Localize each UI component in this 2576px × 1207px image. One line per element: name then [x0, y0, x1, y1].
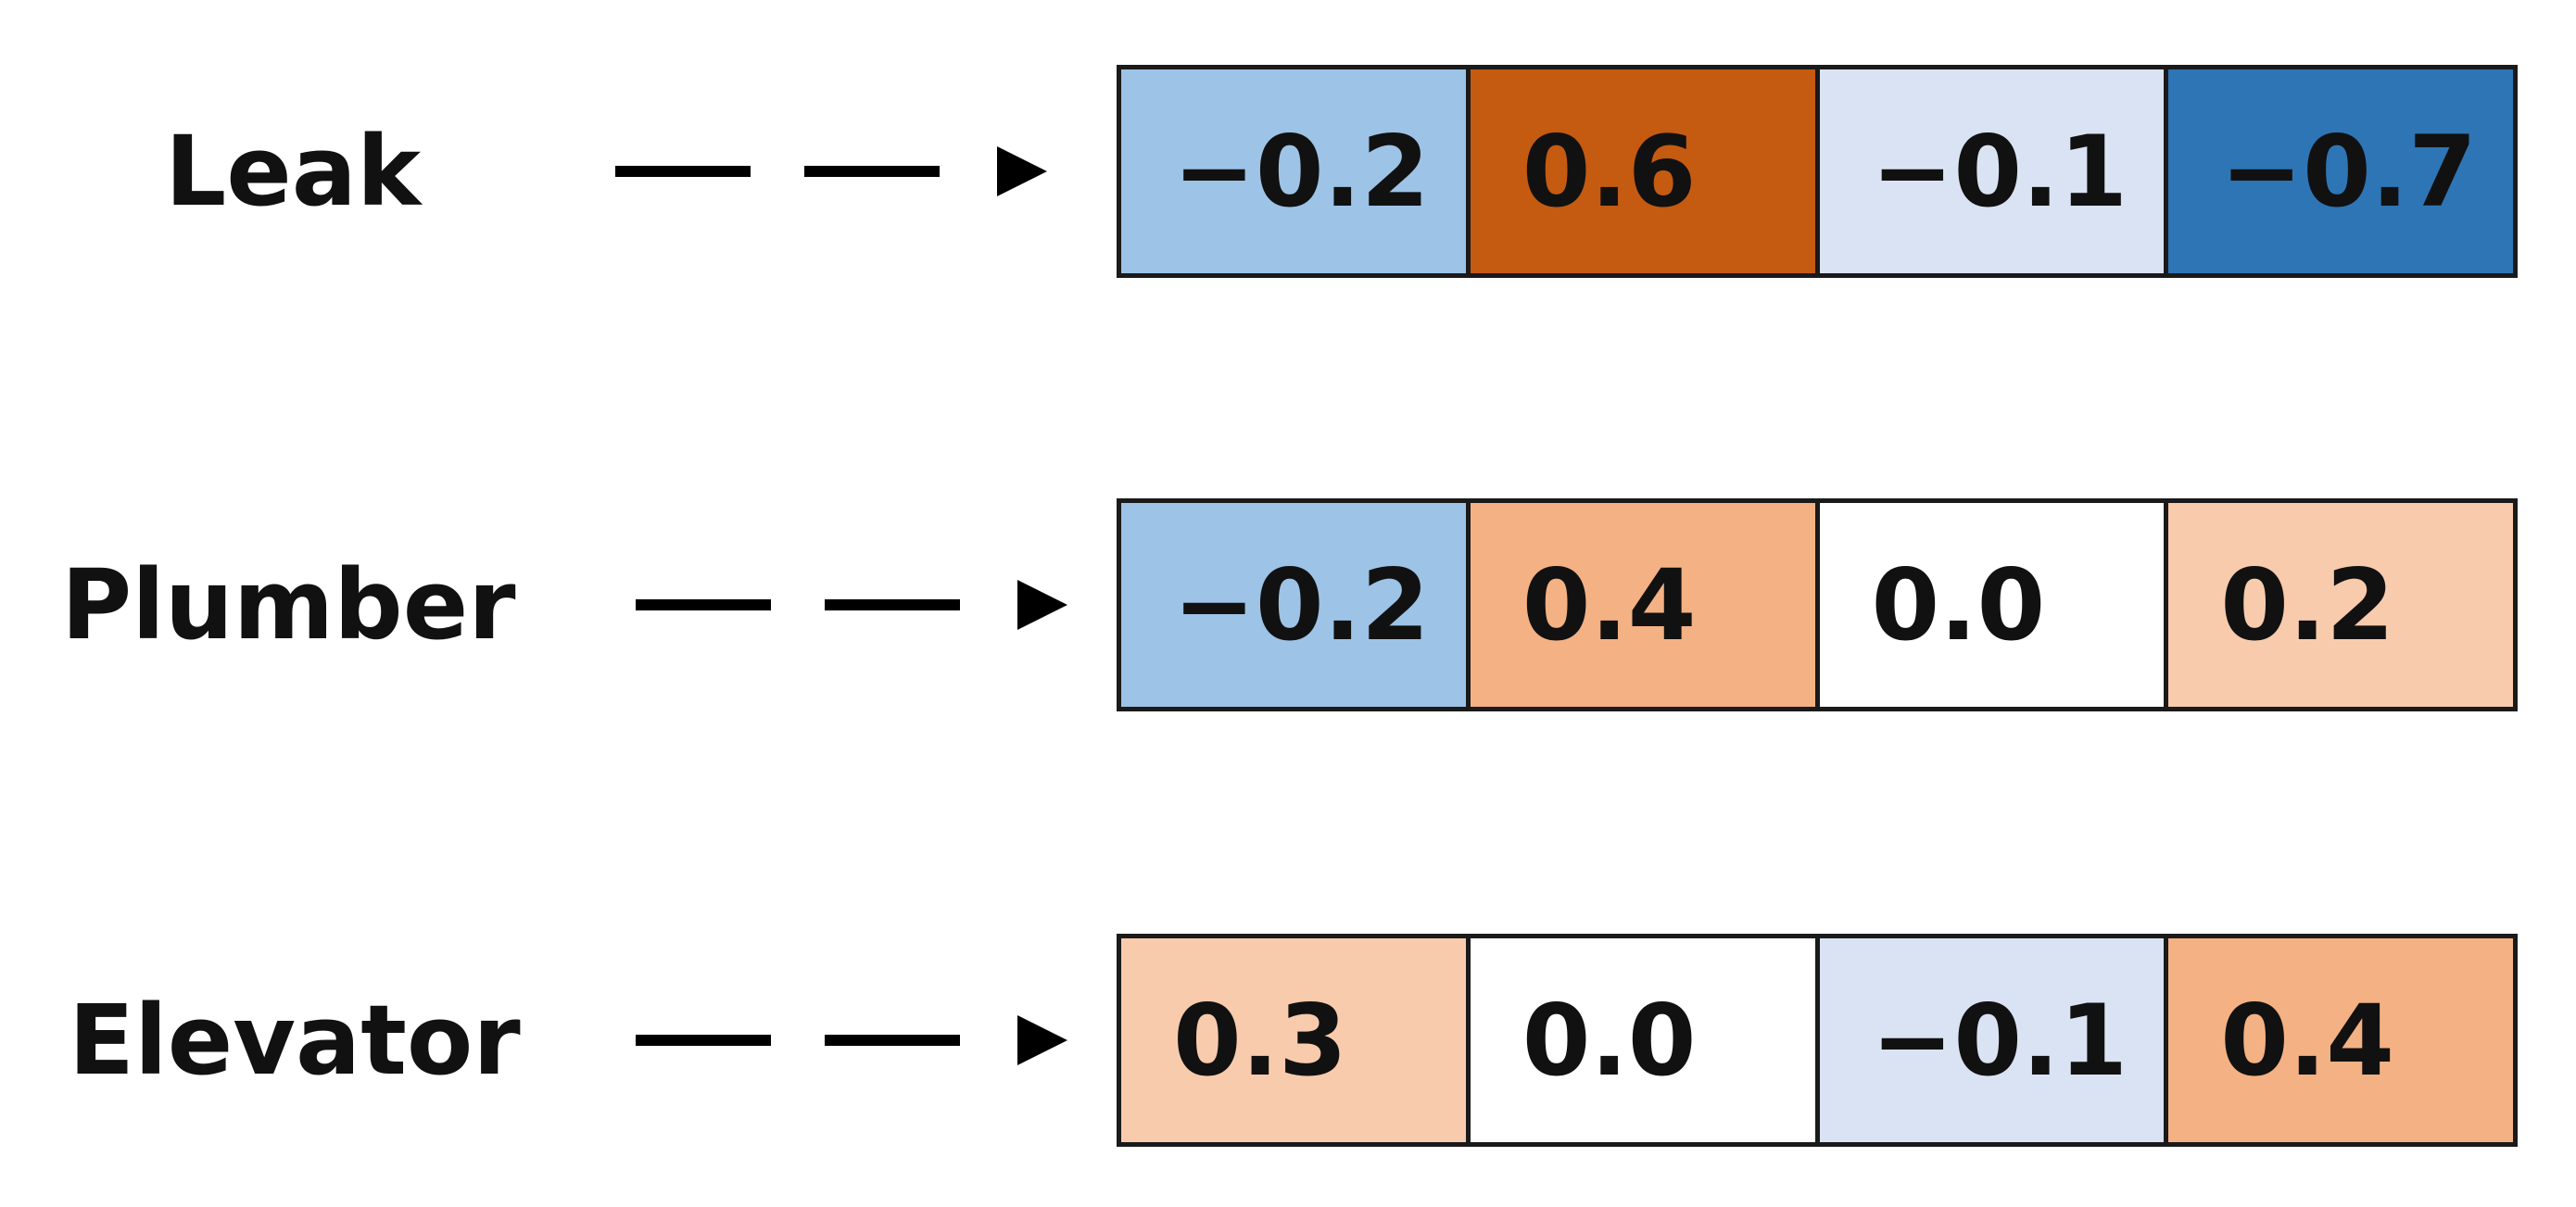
embedding-row-elevator: Elevator 0.3 0.0 −0.1 0.4: [0, 934, 2576, 1147]
embedding-vector: 0.3 0.0 −0.1 0.4: [1117, 934, 2518, 1147]
embedding-vector: −0.2 0.4 0.0 0.2: [1117, 498, 2518, 711]
vector-cell: −0.2: [1121, 69, 1466, 273]
vector-cell: 0.0: [1465, 938, 1815, 1142]
vector-cell: 0.3: [1121, 938, 1466, 1142]
vector-cell: −0.7: [2164, 69, 2513, 273]
word-label: Elevator: [69, 984, 521, 1097]
word-label: Leak: [165, 115, 422, 228]
embedding-row-leak: Leak −0.2 0.6 −0.1 −0.7: [0, 65, 2576, 278]
vector-cell: −0.1: [1814, 69, 2165, 273]
word-label: Plumber: [61, 548, 516, 661]
dashed-arrow-icon: [632, 934, 1095, 1147]
embedding-row-plumber: Plumber −0.2 0.4 0.0 0.2: [0, 498, 2576, 711]
dashed-arrow-icon: [632, 498, 1095, 711]
vector-cell: −0.1: [1814, 938, 2165, 1142]
dashed-arrow-icon: [612, 65, 1075, 278]
vector-cell: −0.2: [1121, 503, 1466, 707]
vector-cell: 0.4: [2164, 938, 2513, 1142]
vector-cell: 0.6: [1465, 69, 1815, 273]
embedding-vector: −0.2 0.6 −0.1 −0.7: [1117, 65, 2518, 278]
vector-cell: 0.0: [1814, 503, 2165, 707]
vector-cell: 0.4: [1465, 503, 1815, 707]
vector-cell: 0.2: [2164, 503, 2513, 707]
